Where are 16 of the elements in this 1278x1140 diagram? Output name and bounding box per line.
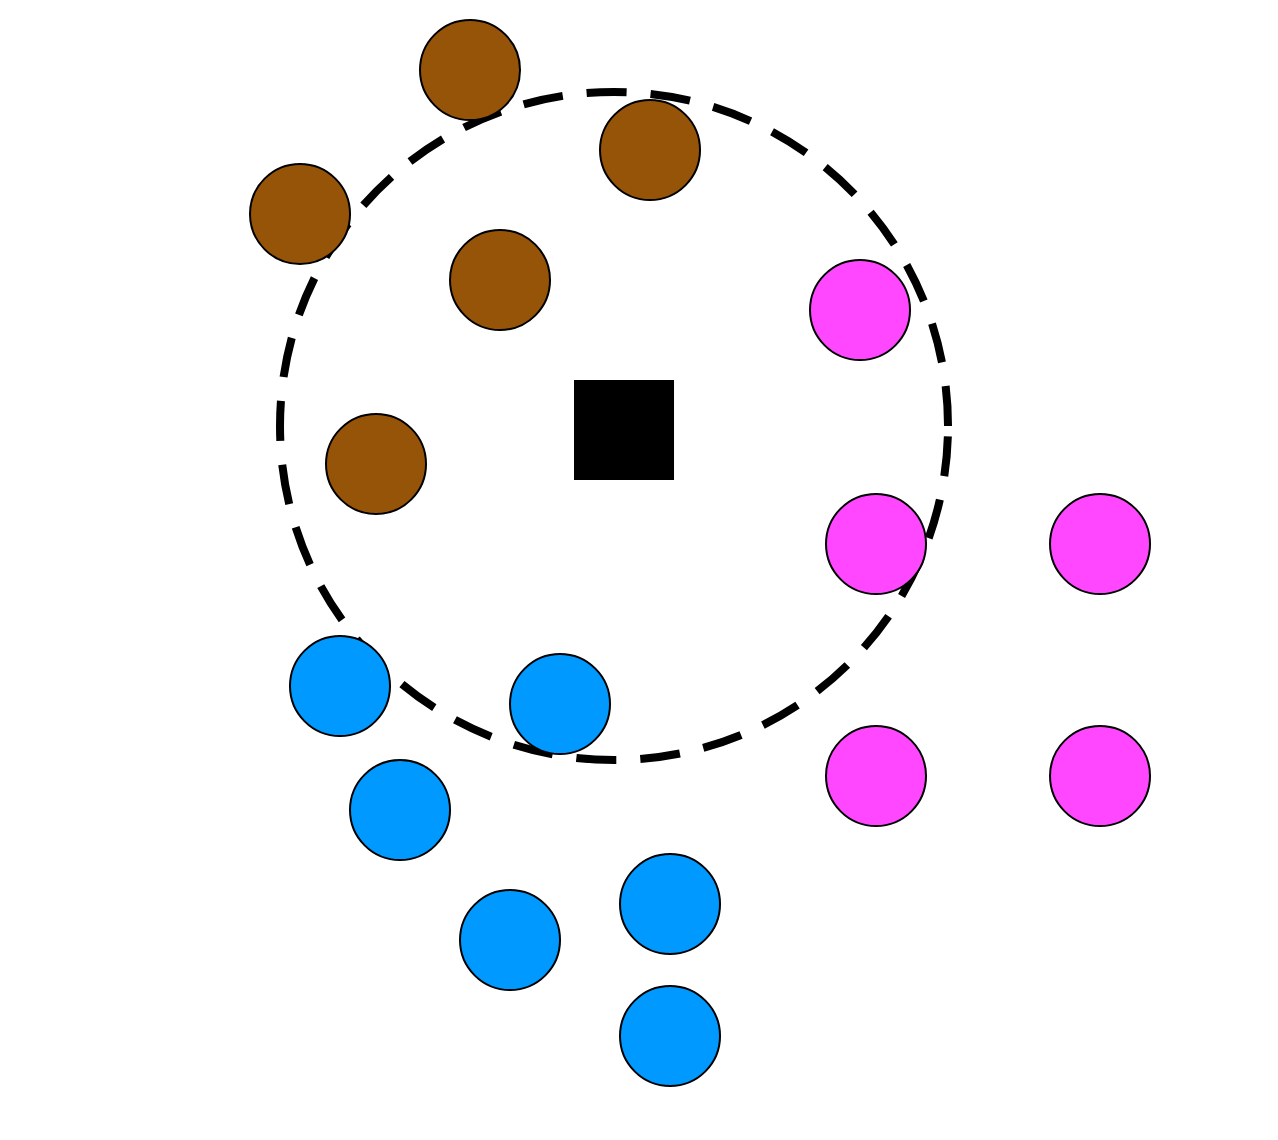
point-circle — [289, 635, 391, 737]
query-square — [574, 380, 674, 480]
point-circle — [325, 413, 427, 515]
point-circle — [419, 19, 521, 121]
point-circle — [619, 853, 721, 955]
point-circle — [825, 725, 927, 827]
point-circle — [1049, 493, 1151, 595]
dashed-circle — [276, 88, 952, 764]
point-circle — [249, 163, 351, 265]
point-circle — [599, 99, 701, 201]
point-circle — [809, 259, 911, 361]
point-circle — [449, 229, 551, 331]
point-circle — [1049, 725, 1151, 827]
point-circle — [619, 985, 721, 1087]
point-circle — [349, 759, 451, 861]
point-circle — [459, 889, 561, 991]
